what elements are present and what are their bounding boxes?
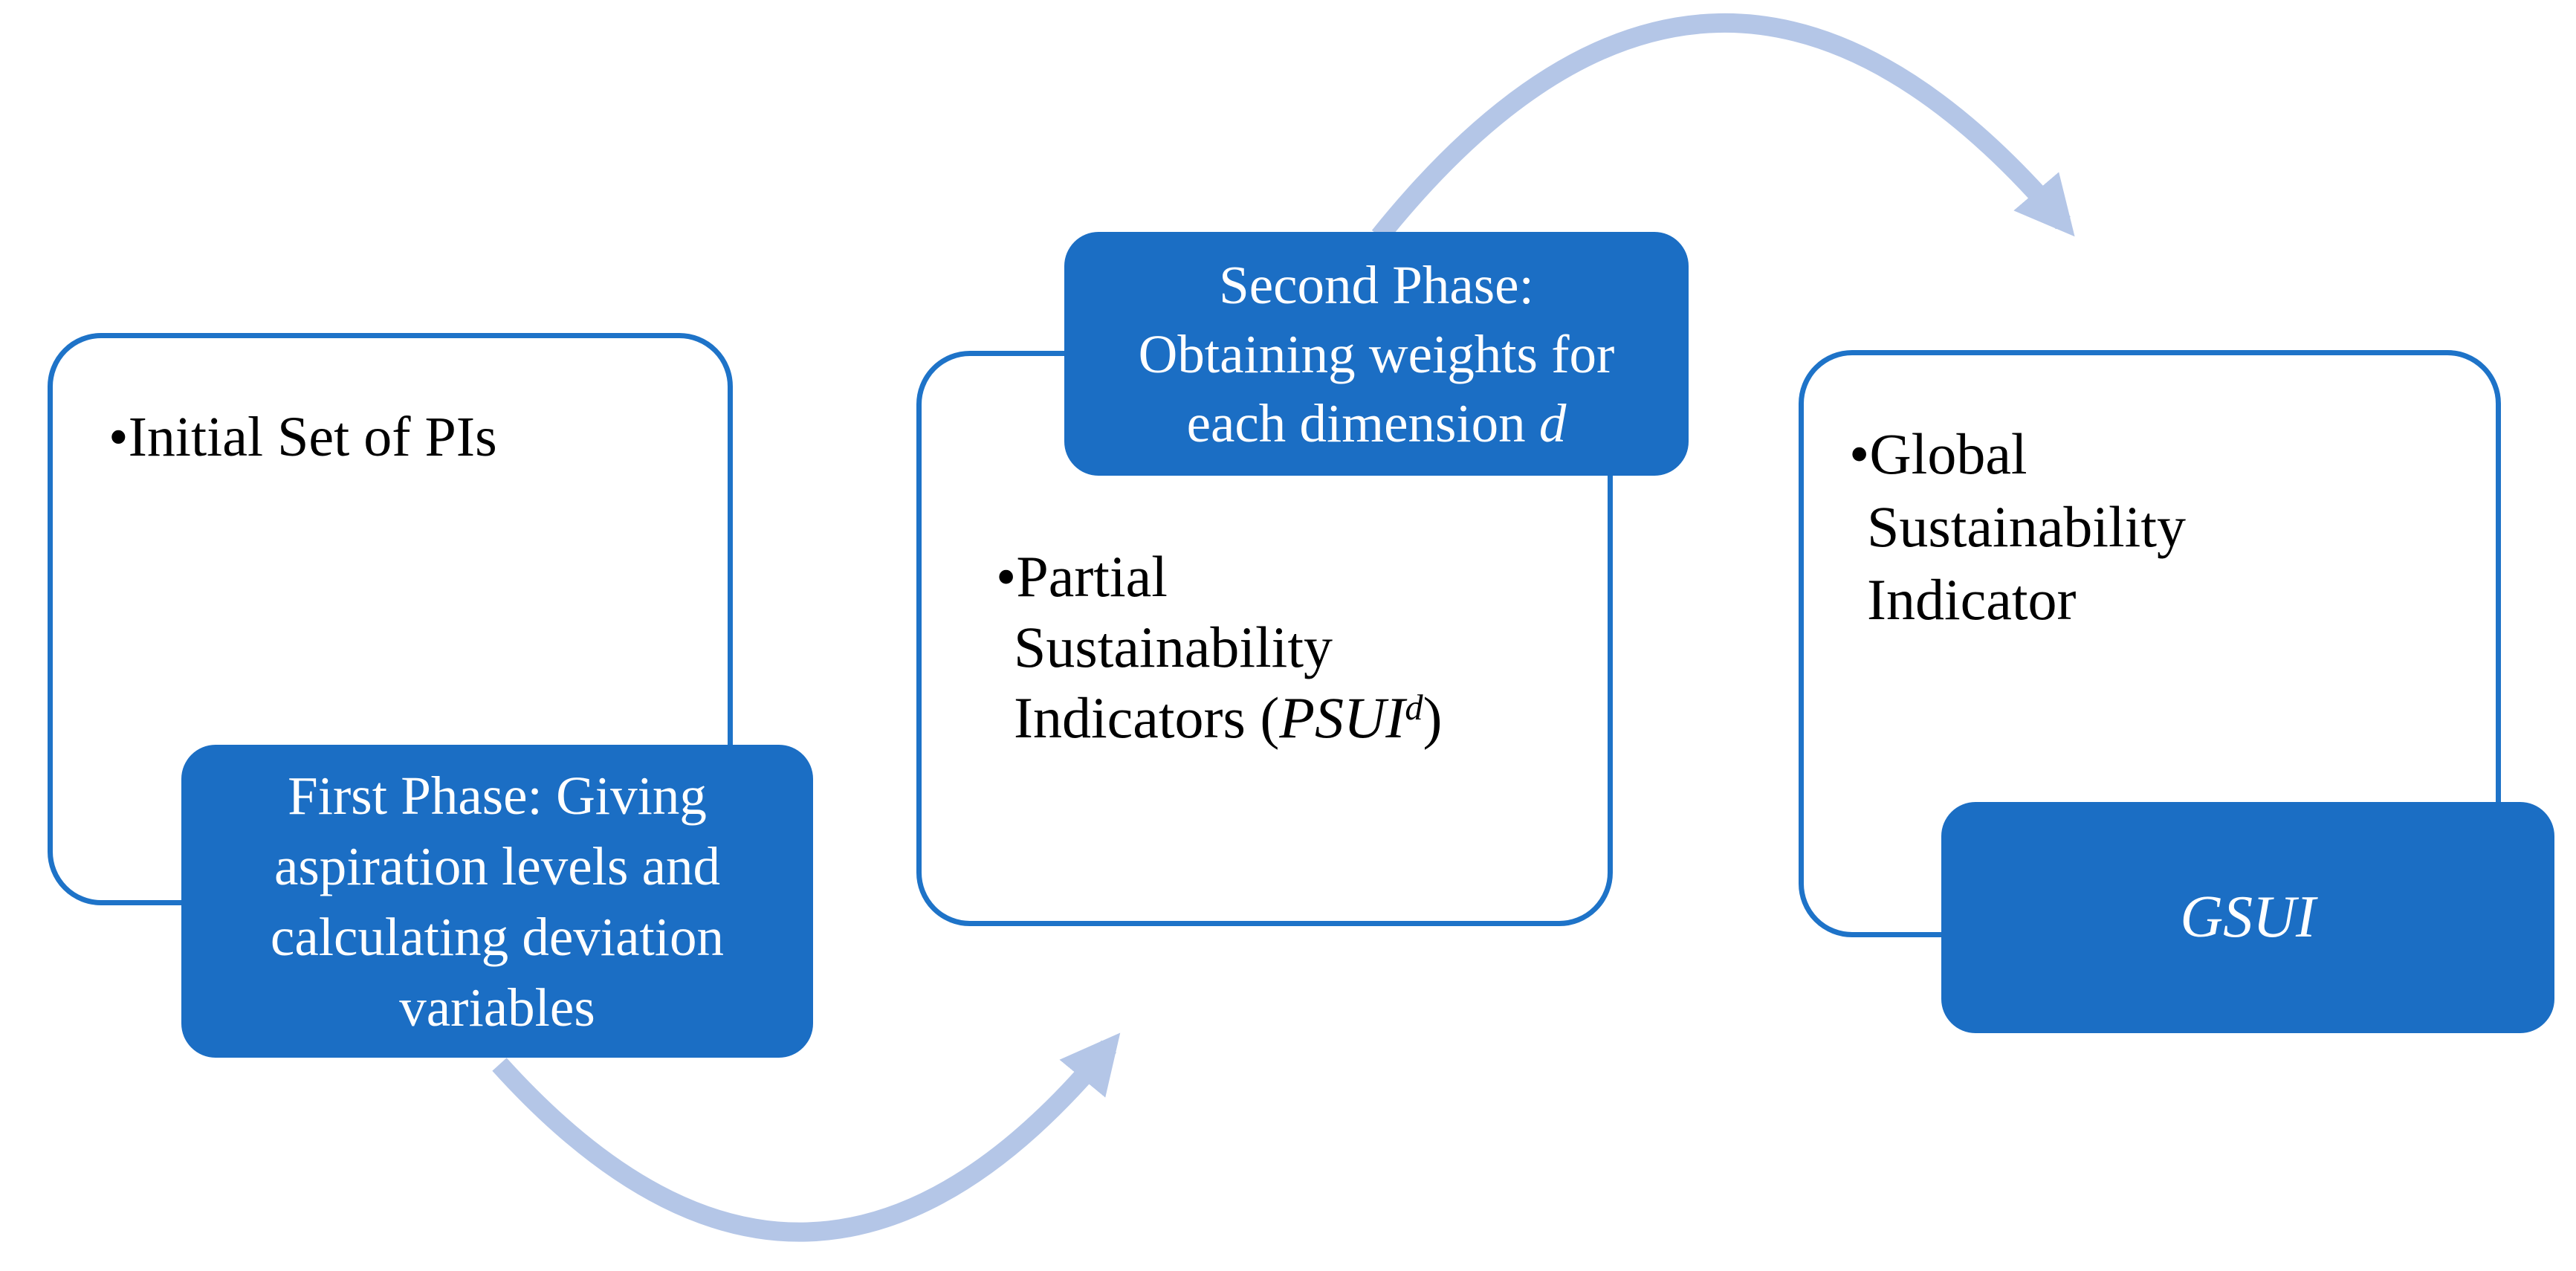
- bullet-line: •Global: [1849, 421, 2028, 486]
- curved-arrow-phase1-to-phase2: [492, 1032, 1121, 1242]
- math-dimension-d: d: [1538, 392, 1567, 453]
- bullet-line: •Partial: [996, 544, 1168, 609]
- text-line: Sustainability: [1014, 615, 1333, 679]
- phase1-line: calculating deviation: [270, 906, 725, 967]
- first-phase-box: First Phase: Giving aspiration levels an…: [181, 745, 813, 1058]
- phase1-line: First Phase: Giving: [288, 765, 707, 826]
- phase1-line: variables: [399, 977, 595, 1038]
- initial-set-text: •Initial Set of PIs: [109, 401, 497, 473]
- gsui-label: GSUI: [2180, 884, 2316, 950]
- global-indicator-text: •Global Sustainability Indicator: [1849, 418, 2186, 636]
- phase1-line: aspiration levels and: [274, 835, 721, 896]
- text-line: Sustainability: [1867, 494, 2186, 559]
- bullet-line: •Initial Set of PIs: [109, 406, 497, 468]
- bullet-glyph: •: [109, 406, 129, 468]
- gsui-box: GSUI: [1941, 802, 2554, 1033]
- curved-arrow-phase2-to-phase3: [1371, 13, 2075, 243]
- second-phase-box: Second Phase: Obtaining weights for each…: [1064, 232, 1689, 476]
- phase2-line: each dimension d: [1186, 392, 1567, 453]
- math-superscript-d: d: [1405, 688, 1423, 728]
- bullet-glyph: •: [1849, 421, 1870, 486]
- math-psui: PSUI: [1279, 685, 1405, 750]
- phase2-line: Second Phase:: [1219, 254, 1534, 315]
- phase2-line: Obtaining weights for: [1138, 323, 1615, 384]
- text-line: Indicator: [1867, 567, 2077, 632]
- partial-indicators-text: •Partial Sustainability Indicators (PSUI…: [996, 541, 1443, 761]
- text-line: Indicators (PSUId): [1014, 685, 1443, 750]
- bullet-glyph: •: [996, 544, 1017, 609]
